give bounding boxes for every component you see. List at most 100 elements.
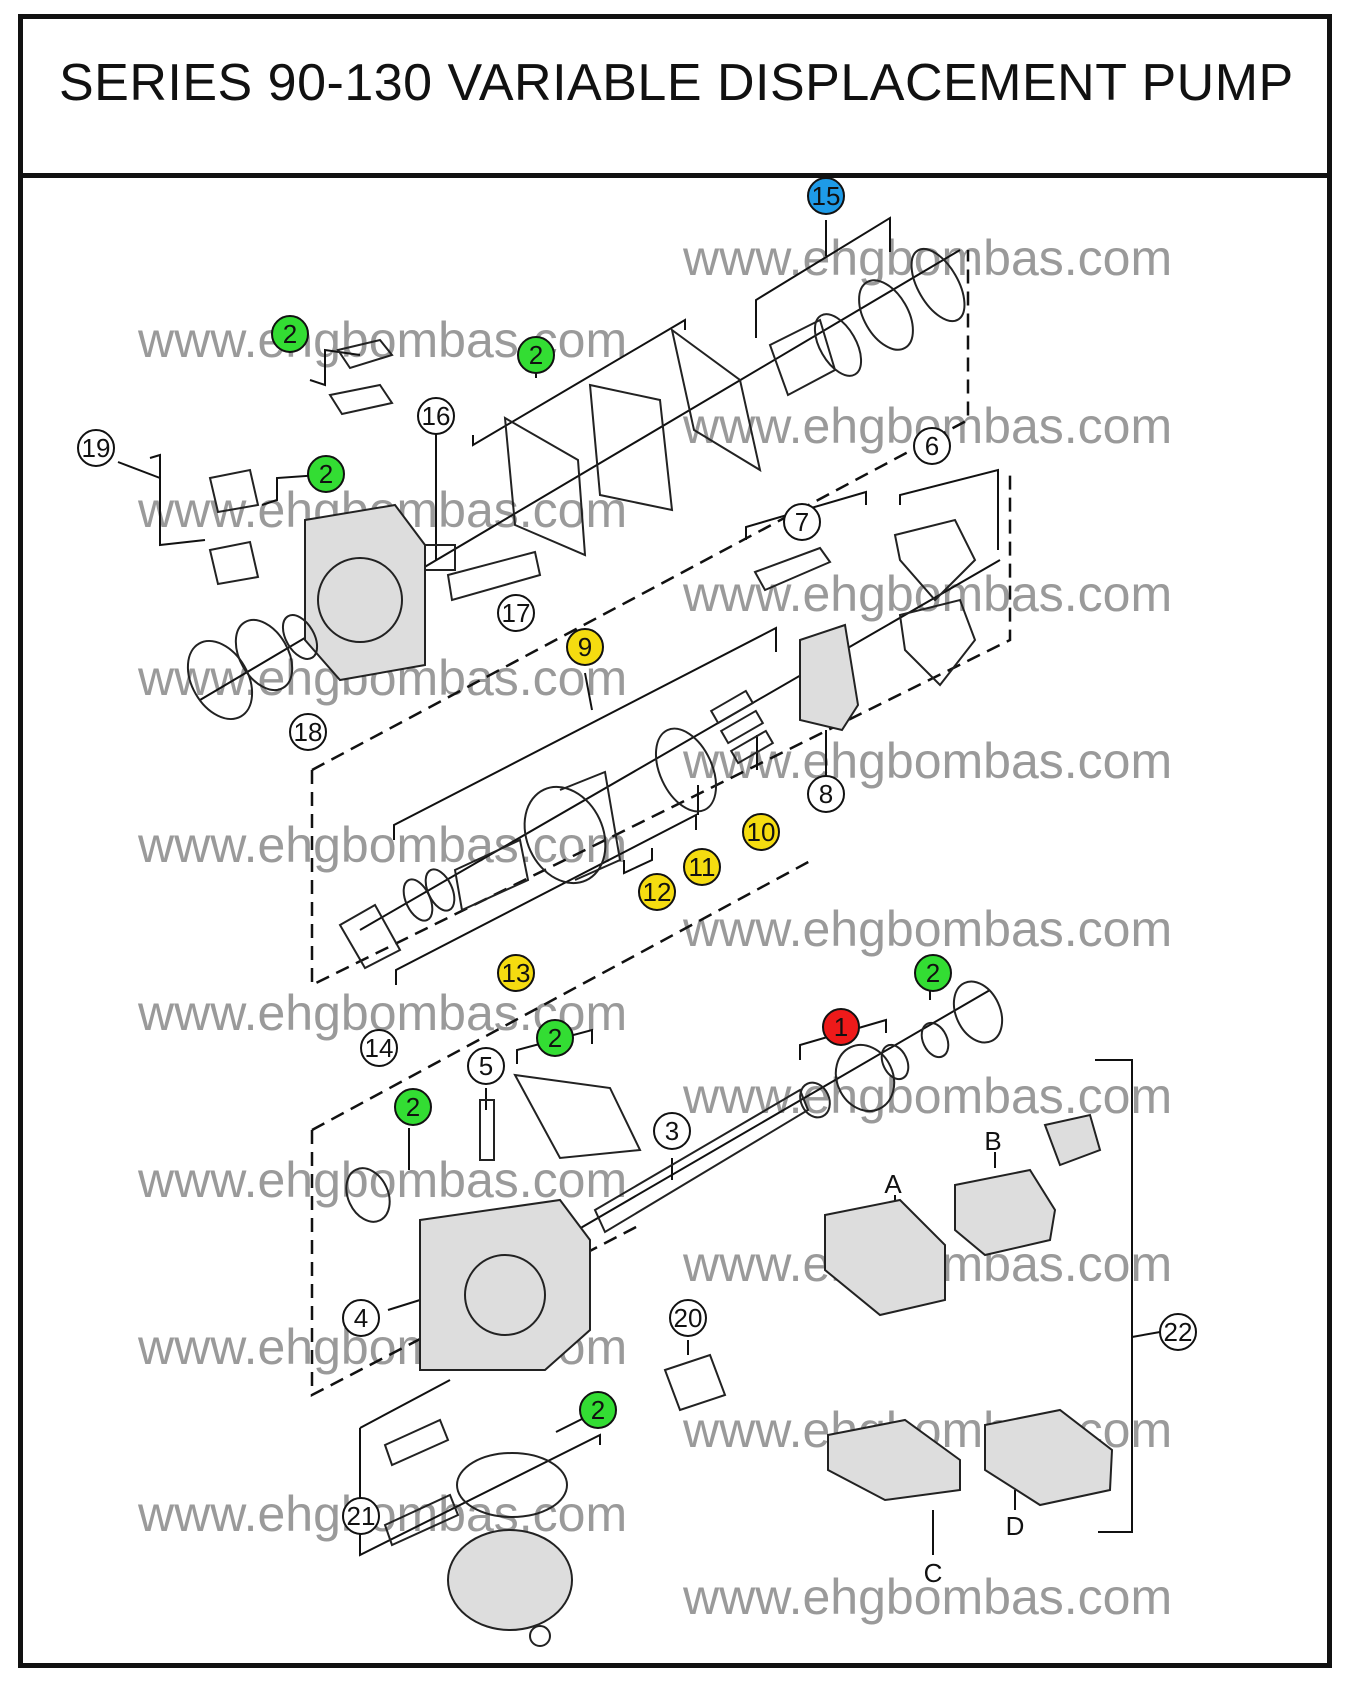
servo-arm-part: [753, 546, 832, 592]
callout-number: 5: [479, 1051, 493, 1081]
callout-number: 16: [422, 401, 451, 431]
callout-2: 2: [914, 954, 952, 992]
callout-circle: [497, 594, 535, 632]
callout-7: 7: [783, 503, 821, 541]
gasket-part: [513, 1073, 642, 1160]
ring-part: [799, 1081, 831, 1119]
callout-circle: [497, 954, 535, 992]
callout-2: 2: [579, 1391, 617, 1429]
callout-circle: [669, 1299, 707, 1337]
valve-plate-part: [338, 903, 402, 970]
leader-4: [387, 1299, 421, 1311]
diagram-frame: SERIES 90-130 VARIABLE DISPLACEMENT PUMP: [18, 14, 1332, 1668]
callout-number: 2: [406, 1092, 420, 1122]
piston-group-part: [709, 689, 775, 765]
callout-2: 2: [394, 1088, 432, 1126]
end-cap-housing-part: [304, 503, 426, 682]
callout-circle: [742, 813, 780, 851]
swashplate-bearing-part: [893, 518, 977, 602]
callout-number: 12: [643, 877, 672, 907]
module-letter-d: D: [1006, 1511, 1025, 1541]
callout-circle: [342, 1497, 380, 1535]
page-title: SERIES 90-130 VARIABLE DISPLACEMENT PUMP: [59, 54, 1294, 112]
callout-3: 3: [653, 1112, 691, 1150]
callout-circle: [271, 315, 309, 353]
callout-number: 17: [502, 598, 531, 628]
shaft-seal-part: [952, 980, 1004, 1044]
control-module-a-part: [824, 1198, 946, 1317]
callout-13: 13: [497, 954, 535, 992]
watermark: www.ehgbombas.com: [137, 1486, 627, 1542]
module-letter-b: B: [984, 1126, 1001, 1156]
callout-number: 11: [689, 852, 716, 882]
callout-2: 2: [307, 455, 345, 493]
callout-circle: [289, 713, 327, 751]
callout-number: 2: [319, 459, 333, 489]
watermark: www.ehgbombas.com: [682, 230, 1172, 286]
bracket-6: [899, 468, 999, 550]
bracket-19: [149, 453, 206, 547]
bracket-21-top: [359, 1379, 451, 1429]
callout-22: 22: [1159, 1313, 1197, 1351]
callout-16: 16: [417, 397, 455, 435]
callout-number: 4: [354, 1303, 368, 1333]
callout-number: 9: [578, 632, 592, 662]
ring-part: [424, 868, 456, 912]
lower-dashed-top: [311, 858, 813, 1132]
bracket-21: [359, 1428, 601, 1557]
bracket-2b: [472, 318, 686, 447]
callout-number: 2: [529, 340, 543, 370]
ring-part: [920, 1021, 950, 1059]
watermark: www.ehgbombas.com: [682, 566, 1172, 622]
relief-valve-part: [208, 540, 260, 586]
callout-number: 2: [548, 1023, 562, 1053]
callout-9: 9: [566, 628, 604, 666]
callout-circle: [1159, 1313, 1197, 1351]
callout-circle: [807, 177, 845, 215]
ring-part: [880, 1043, 910, 1081]
callout-number: 13: [502, 958, 531, 988]
cylinder-block-body-part: [559, 770, 622, 881]
relief-valve-part: [208, 468, 260, 514]
callout-8: 8: [807, 775, 845, 813]
callout-11: 11: [683, 848, 721, 886]
callout-number: 1: [834, 1012, 848, 1042]
housing-bore-part: [464, 1254, 546, 1336]
watermark: www.ehgbombas.com: [137, 817, 627, 873]
callout-number: 7: [795, 507, 809, 537]
end-cap-bore-part: [317, 557, 403, 643]
callout-circle: [342, 1299, 380, 1337]
callout-6: 6: [913, 427, 951, 465]
flange-part: [768, 318, 837, 397]
small-gasket-part: [336, 338, 394, 370]
bracket-22: [1095, 1059, 1133, 1533]
callout-number: 14: [365, 1033, 394, 1063]
cylinder-block-part: [523, 785, 607, 885]
callout-circle: [417, 397, 455, 435]
title-box: SERIES 90-130 VARIABLE DISPLACEMENT PUMP: [23, 19, 1327, 178]
small-gasket-part: [328, 383, 394, 416]
control-module-d-part: [984, 1408, 1114, 1507]
bracket-9: [393, 626, 777, 840]
piston-part: [709, 689, 755, 725]
callout-19: 19: [77, 429, 115, 467]
bracket-15: [755, 216, 891, 338]
callout-12: 12: [638, 873, 676, 911]
callout-number: 2: [283, 319, 297, 349]
spring-part: [453, 838, 530, 912]
callout-15: 15: [807, 177, 845, 215]
callout-number: 2: [926, 958, 940, 988]
callout-circle: [913, 427, 951, 465]
watermark: www.ehgbombas.com: [682, 901, 1172, 957]
callout-21: 21: [342, 1497, 380, 1535]
spring-part: [383, 1418, 450, 1467]
leader-19: [117, 461, 161, 479]
callout-number: 15: [812, 181, 841, 211]
callout-5: 5: [467, 1047, 505, 1085]
callout-circle: [579, 1391, 617, 1429]
disc-part: [234, 618, 294, 692]
leader-brackets: [117, 216, 1161, 1557]
callout-circle: [360, 1029, 398, 1067]
servo-piston-part: [663, 1353, 727, 1412]
